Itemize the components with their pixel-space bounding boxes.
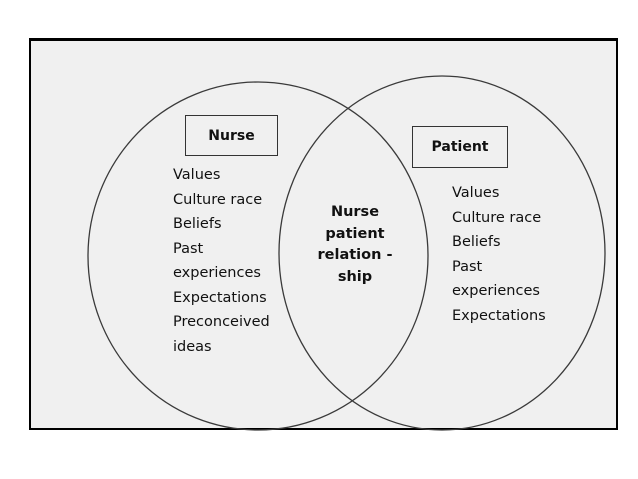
patient-attribute: experiences — [452, 283, 540, 299]
patient-attribute: Beliefs — [452, 234, 501, 250]
nurse-attribute: Culture race — [173, 191, 263, 208]
patient-attribute: Values — [452, 185, 500, 201]
diagram-frame — [29, 38, 618, 430]
patient-attribute: Past — [452, 258, 483, 275]
patient-attribute: Expectations — [452, 307, 546, 324]
patient-title: Patient — [431, 139, 489, 155]
nurse-attributes-list: Values Culture race Beliefs Past experie… — [173, 163, 270, 359]
nurse-title-box: Nurse — [185, 115, 278, 156]
nurse-attribute: Beliefs — [173, 216, 222, 232]
overlap-line: patient — [325, 225, 385, 242]
nurse-circle — [87, 81, 429, 431]
patient-attributes-list: Values Culture race Beliefs Past experie… — [452, 181, 546, 328]
overlap-line: ship — [337, 268, 373, 285]
patient-circle — [278, 75, 606, 431]
nurse-attribute: Past — [173, 240, 204, 257]
nurse-attribute: Values — [173, 167, 221, 183]
nurse-title: Nurse — [208, 127, 255, 144]
overlap-line: relation - — [317, 247, 393, 263]
patient-attribute: Culture race — [452, 209, 542, 226]
nurse-attribute: Preconceived — [173, 314, 270, 330]
overlap-line: Nurse — [330, 204, 380, 220]
patient-title-box: Patient — [412, 126, 508, 168]
nurse-attribute: experiences — [173, 265, 261, 281]
nurse-attribute: Expectations — [173, 289, 267, 306]
nurse-attribute: ideas — [173, 338, 212, 355]
overlap-label: Nurse patient relation - ship — [300, 202, 410, 288]
